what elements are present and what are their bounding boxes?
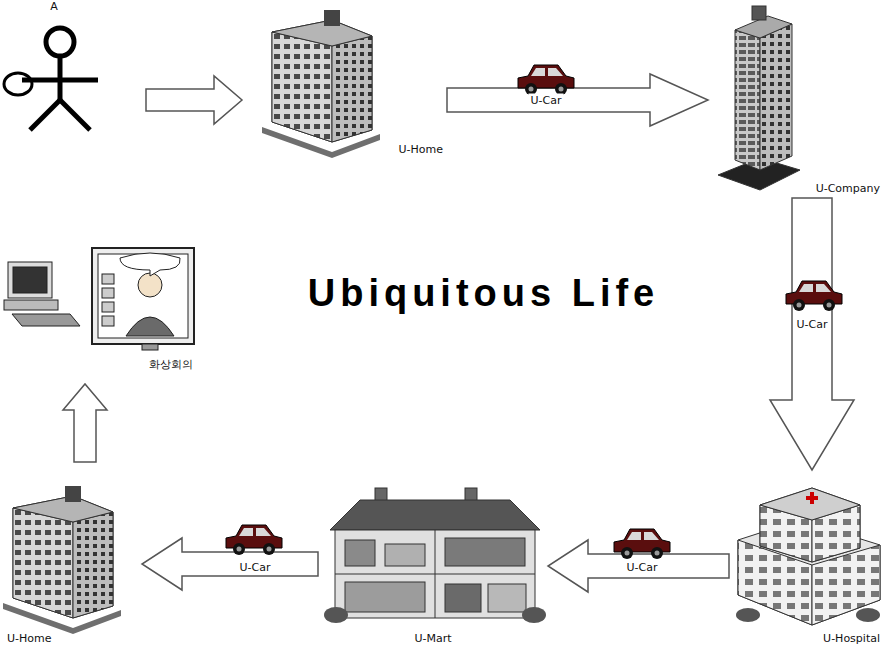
node-label: U-Home [5,632,54,646]
monitor-icon [92,248,194,350]
edge-label: U-Car [795,318,830,331]
diagram-title: Ubiquitous Life [0,270,887,316]
computer-icon [4,262,80,326]
node-label: U-Mart [412,632,453,646]
office-tower [718,6,800,190]
block-arrow [770,198,854,470]
place-node: U-Home [3,476,128,646]
edge-label: U-Car [238,561,273,574]
car-icon [226,525,282,555]
mart-building [324,488,546,623]
place-node: U-Company [712,4,884,196]
place-node: U-Hospital [733,474,884,646]
person-node: A [2,0,106,138]
place-node: 화상회의 [2,244,197,372]
apartment-building [3,486,121,634]
stick-figure [4,28,98,130]
place-node: U-Mart [322,482,544,646]
place-node: U-Home [262,2,447,157]
edge-label: U-Car [529,94,564,107]
apartment-building [262,10,380,158]
node-label: A [48,0,60,14]
title-text: Ubiquitous Life [308,272,660,314]
car-icon [786,281,842,311]
node-label: U-Home [396,143,445,157]
node-label: U-Hospital [821,632,882,646]
car-icon [518,65,574,95]
block-arrow [447,74,708,126]
node-label: U-Company [814,182,882,196]
block-arrow [63,384,107,462]
hospital-building [736,488,880,625]
car-icon [614,529,670,559]
node-label: 화상회의 [147,358,195,372]
block-arrow [146,76,242,124]
edge-label: U-Car [625,561,660,574]
